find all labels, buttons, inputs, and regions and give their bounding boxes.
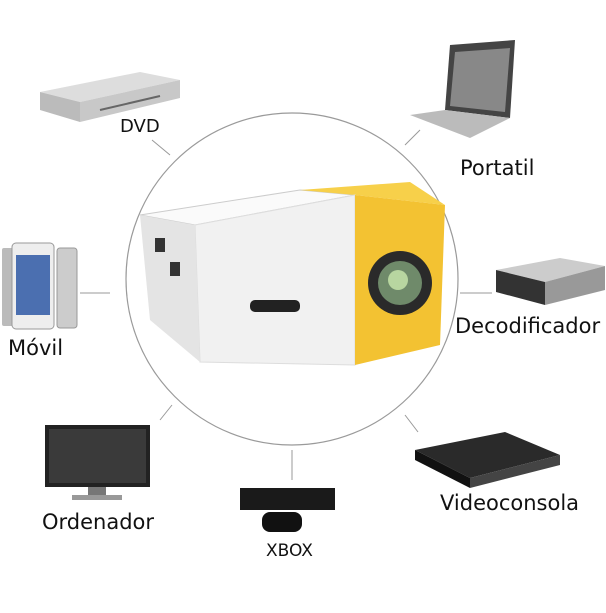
label-laptop: Portatil xyxy=(460,156,535,180)
label-dvd: DVD xyxy=(120,116,160,137)
central-circle xyxy=(125,112,459,446)
monitor-image xyxy=(45,425,150,500)
dvd-player-image xyxy=(40,72,180,122)
line-laptop xyxy=(404,129,421,146)
label-xbox: XBOX xyxy=(266,541,313,561)
line-computer xyxy=(159,404,173,421)
xbox-image xyxy=(240,488,335,532)
label-computer: Ordenador xyxy=(42,510,155,534)
label-console: Videoconsola xyxy=(440,491,580,515)
projector-image xyxy=(139,182,445,366)
line-console xyxy=(404,414,419,433)
phone-image xyxy=(2,242,78,330)
label-decoder: Decodificador xyxy=(455,314,601,338)
decoder-image xyxy=(496,258,605,305)
game-console-image xyxy=(415,432,560,488)
line-dvd xyxy=(151,139,171,156)
laptop-image xyxy=(410,40,515,138)
label-phone: Móvil xyxy=(8,336,64,360)
